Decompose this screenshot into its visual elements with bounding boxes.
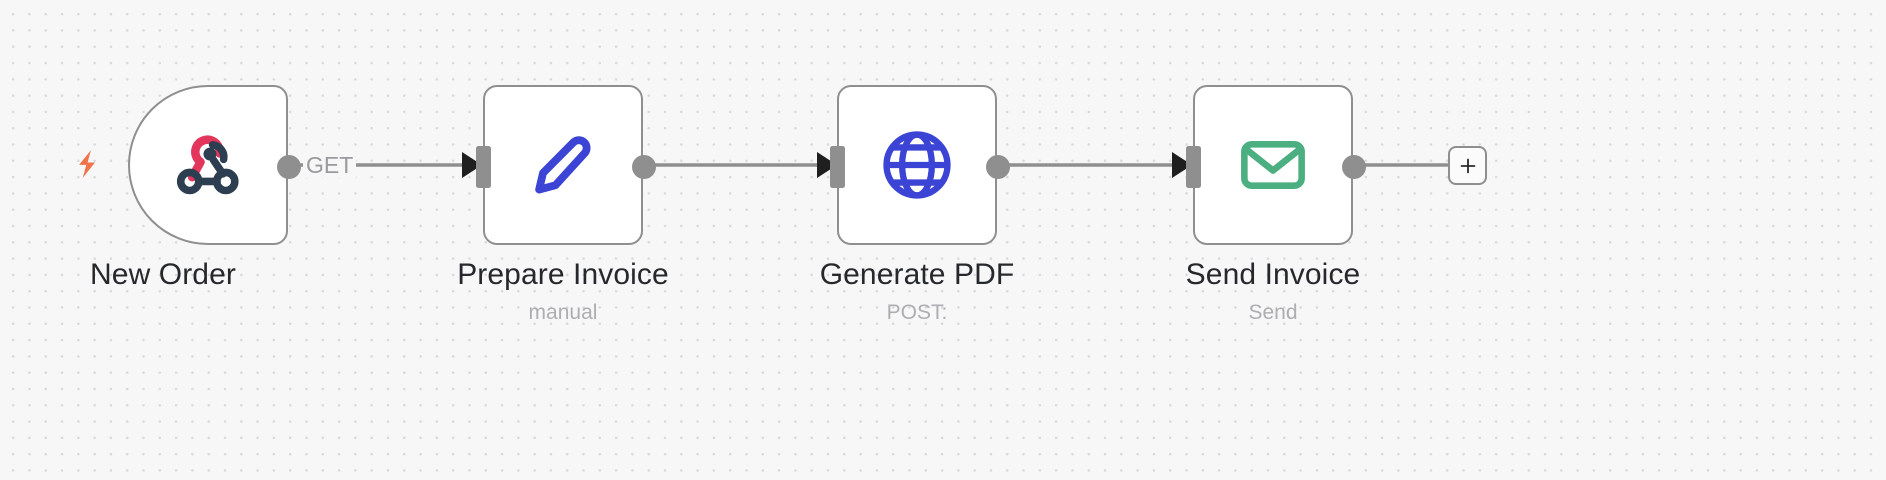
add-node-button[interactable] (1448, 146, 1487, 185)
node-prepare-invoice[interactable] (476, 85, 656, 245)
caption-prepare-invoice: Prepare Invoice manual (398, 258, 728, 325)
output-connector-prepare-invoice[interactable] (632, 155, 656, 179)
node-generate-pdf[interactable] (830, 85, 1010, 245)
output-connector-generate-pdf[interactable] (986, 155, 1010, 179)
webhook-icon (169, 126, 247, 204)
node-send-invoice[interactable] (1186, 85, 1366, 245)
output-connector-send-invoice[interactable] (1342, 155, 1366, 179)
caption-send-invoice: Send Invoice Send (1108, 258, 1438, 325)
node-subtitle-generate-pdf: POST: (886, 301, 948, 324)
node-title-generate-pdf: Generate PDF (819, 258, 1015, 291)
node-new-order[interactable] (128, 85, 301, 245)
node-title-prepare-invoice: Prepare Invoice (457, 258, 669, 291)
caption-generate-pdf: Generate PDF POST: (752, 258, 1082, 325)
caption-new-order: New Order (0, 258, 328, 292)
node-subtitle-prepare-invoice: manual (528, 301, 598, 324)
pencil-icon (524, 126, 602, 204)
node-title-new-order: New Order (90, 258, 236, 291)
globe-icon (878, 126, 956, 204)
node-subtitle-send-invoice: Send (1248, 301, 1298, 324)
input-connector-send-invoice[interactable] (1186, 146, 1201, 188)
input-connector-prepare-invoice[interactable] (476, 146, 491, 188)
input-connector-generate-pdf[interactable] (830, 146, 845, 188)
lightning-bolt-icon (70, 144, 104, 184)
edge-label-get: GET (303, 152, 357, 178)
plus-icon (1460, 158, 1475, 173)
node-title-send-invoice: Send Invoice (1185, 258, 1361, 291)
output-connector-new-order[interactable] (277, 155, 301, 179)
envelope-icon (1234, 126, 1312, 204)
